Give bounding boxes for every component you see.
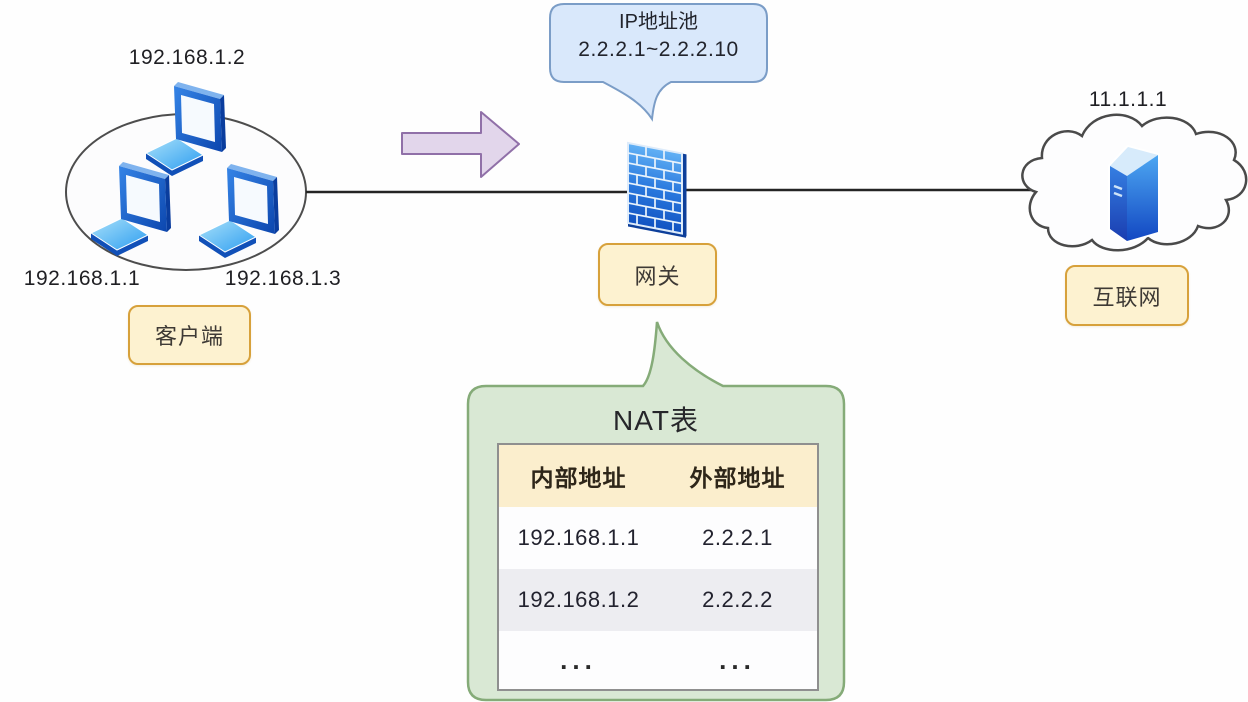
client-ip-bottom-right: 192.168.1.3 [224, 267, 342, 290]
client-label: 客户端 [128, 305, 251, 365]
nat-cell: ... [560, 644, 597, 675]
internet-label: 互联网 [1065, 265, 1189, 326]
nat-table-row: ... ... [498, 631, 818, 690]
nat-table-header-row: 内部地址 外部地址 [498, 444, 818, 507]
nat-table-title: NAT表 [613, 405, 699, 436]
nat-table: 内部地址 外部地址 192.168.1.1 2.2.2.1 192.168.1.… [497, 443, 819, 691]
flow-right-arrow-icon [401, 111, 520, 178]
gateway-label: 网关 [598, 243, 717, 306]
client-ip-bottom-left: 192.168.1.1 [23, 267, 141, 290]
ip-pool-title: IP地址池 [619, 11, 698, 33]
nat-cell: 192.168.1.2 [498, 569, 658, 631]
firewall-brick-wall-icon [627, 141, 687, 238]
ip-pool-text: IP地址池 2.2.2.1~2.2.2.10 [550, 9, 767, 63]
ip-pool-bubble [549, 3, 768, 122]
nat-col-internal: 内部地址 [498, 444, 658, 507]
nat-cell: 2.2.2.1 [702, 525, 773, 550]
nat-cell: ... [719, 644, 756, 675]
server-tower-icon [1108, 145, 1160, 243]
nat-cell: 192.168.1.1 [517, 525, 640, 550]
internet-ip: 11.1.1.1 [1088, 88, 1168, 111]
ip-pool-range: 2.2.2.1~2.2.2.10 [578, 38, 739, 61]
nat-table-row: 192.168.1.2 2.2.2.2 [498, 569, 818, 631]
nat-table-row: 192.168.1.1 2.2.2.1 [498, 507, 818, 569]
nat-col-external: 外部地址 [658, 444, 818, 507]
nat-cell: 2.2.2.2 [658, 569, 818, 631]
client-ip-top: 192.168.1.2 [128, 46, 246, 69]
